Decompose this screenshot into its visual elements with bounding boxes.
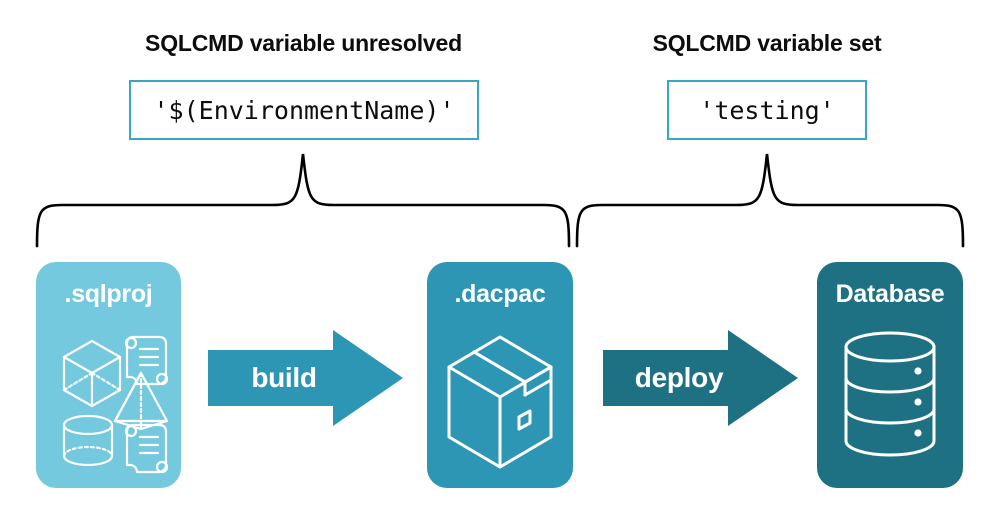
arrow-deploy-shape [603, 330, 798, 426]
heading-sqlcmd-variable-unresolved: SQLCMD variable unresolved [145, 30, 462, 56]
code-box-testing: 'testing' [667, 80, 867, 140]
scroll-icon-top [124, 335, 169, 386]
arrow-build-shape [208, 330, 403, 426]
node-dacpac: .dacpac [427, 262, 573, 488]
cylinder-icon [62, 414, 114, 467]
node-dacpac-label: .dacpac [454, 280, 546, 308]
code-box-environment-name: '$(EnvironmentName)' [129, 80, 479, 140]
arrow-build: build [208, 330, 403, 426]
brace-grouping-sqlproj-to-dacpac [35, 153, 571, 248]
project-artifacts-icon [36, 317, 181, 487]
database-cylinder-icon [817, 317, 963, 487]
cube-icon [62, 339, 122, 408]
package-box-icon [427, 317, 573, 487]
pyramid-icon [113, 371, 169, 431]
scroll-icon-bottom [124, 423, 169, 474]
heading-sqlcmd-variable-set: SQLCMD variable set [652, 30, 882, 56]
node-database-label: Database [835, 280, 945, 308]
node-database: Database [817, 262, 963, 488]
arrow-deploy: deploy [603, 330, 798, 426]
brace-grouping-dacpac-to-database [575, 153, 965, 248]
brace-connectors [35, 153, 965, 248]
node-sqlproj: .sqlproj [36, 262, 181, 488]
node-sqlproj-label: .sqlproj [64, 280, 153, 308]
